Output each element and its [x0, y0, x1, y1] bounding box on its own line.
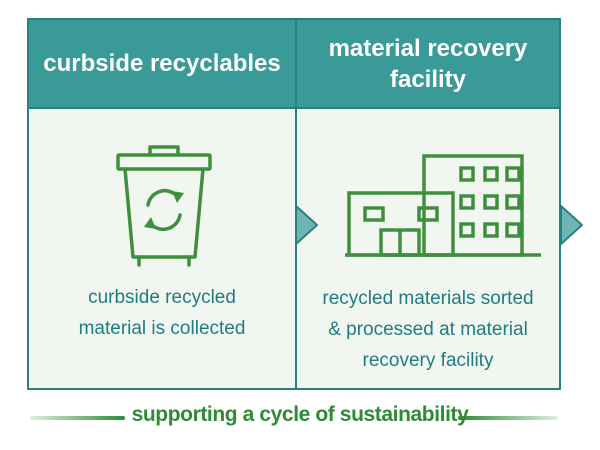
tagline-divider-right: [458, 416, 558, 420]
tagline-row: supporting a cycle of sustainability: [0, 397, 600, 437]
description-line: recovery facility: [362, 350, 494, 371]
description-line: curbside recycled: [88, 287, 236, 308]
description-line: & processed at material: [328, 319, 528, 340]
step-panel-curbside: curbside recyclables curbside recycled m…: [27, 18, 297, 390]
description-line: material is collected: [78, 318, 246, 339]
flow-arrow-icon: [295, 205, 318, 245]
tagline-divider-left: [30, 416, 125, 420]
step-title: material recovery facility: [297, 20, 559, 109]
step-title: curbside recyclables: [29, 20, 295, 109]
flow-arrow-icon: [560, 205, 583, 245]
step-description: curbside recycled material is collected: [29, 282, 295, 344]
step-panel-facility: material recovery facility: [295, 18, 561, 390]
tagline: supporting a cycle of sustainability: [131, 403, 469, 426]
recycling-bin-icon: [116, 145, 212, 267]
building-icon: [345, 154, 541, 257]
step-description: recycled materials sorted & processed at…: [297, 283, 559, 376]
description-line: recycled materials sorted: [322, 288, 534, 309]
